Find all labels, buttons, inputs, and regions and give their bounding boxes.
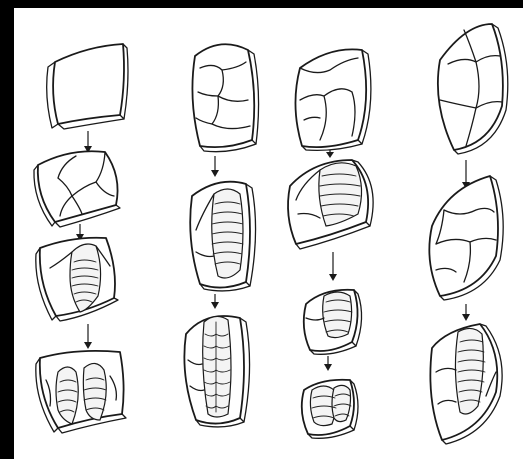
column-1-stage-1-core (47, 44, 128, 129)
column-3-stage-2-core (288, 160, 373, 249)
column-2-stage-2-core (190, 182, 255, 291)
column-3-stage-4-core (302, 380, 358, 439)
column-2 (184, 44, 258, 427)
column-1-stage-3-core (36, 238, 118, 321)
column-4-stage-1-core (438, 24, 508, 154)
column-1-stage-2-core (34, 151, 120, 227)
column-2-stage-3-core (184, 316, 249, 427)
column-3 (288, 49, 373, 438)
column-1-arrow-1 (84, 131, 92, 153)
column-1-stage-4-core (36, 351, 126, 433)
column-2-arrow-1 (211, 156, 219, 177)
column-2-stage-1-core (192, 44, 258, 151)
column-4-arrow-2 (462, 304, 470, 321)
column-4-stage-2-core (429, 176, 503, 300)
column-3-stage-1-core (295, 49, 370, 150)
column-1 (34, 44, 128, 433)
column-4-stage-3-core (430, 324, 502, 444)
column-3-stage-3-core (304, 290, 362, 355)
column-3-arrow-3 (324, 356, 332, 371)
column-3-arrow-1 (326, 150, 334, 158)
column-3-arrow-2 (329, 252, 337, 281)
column-4 (429, 24, 507, 444)
column-1-arrow-3 (84, 324, 92, 349)
column-2-arrow-2 (211, 294, 219, 309)
